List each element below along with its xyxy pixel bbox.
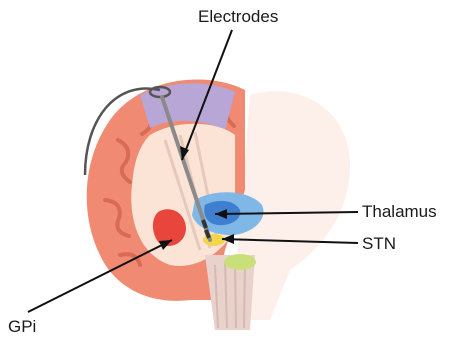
- gpi-label: GPi: [8, 318, 36, 335]
- stn-label: STN: [362, 235, 396, 252]
- electrodes-label: Electrodes: [198, 8, 278, 25]
- thalamus-label: Thalamus: [362, 203, 437, 220]
- substantia-structure: [224, 254, 256, 270]
